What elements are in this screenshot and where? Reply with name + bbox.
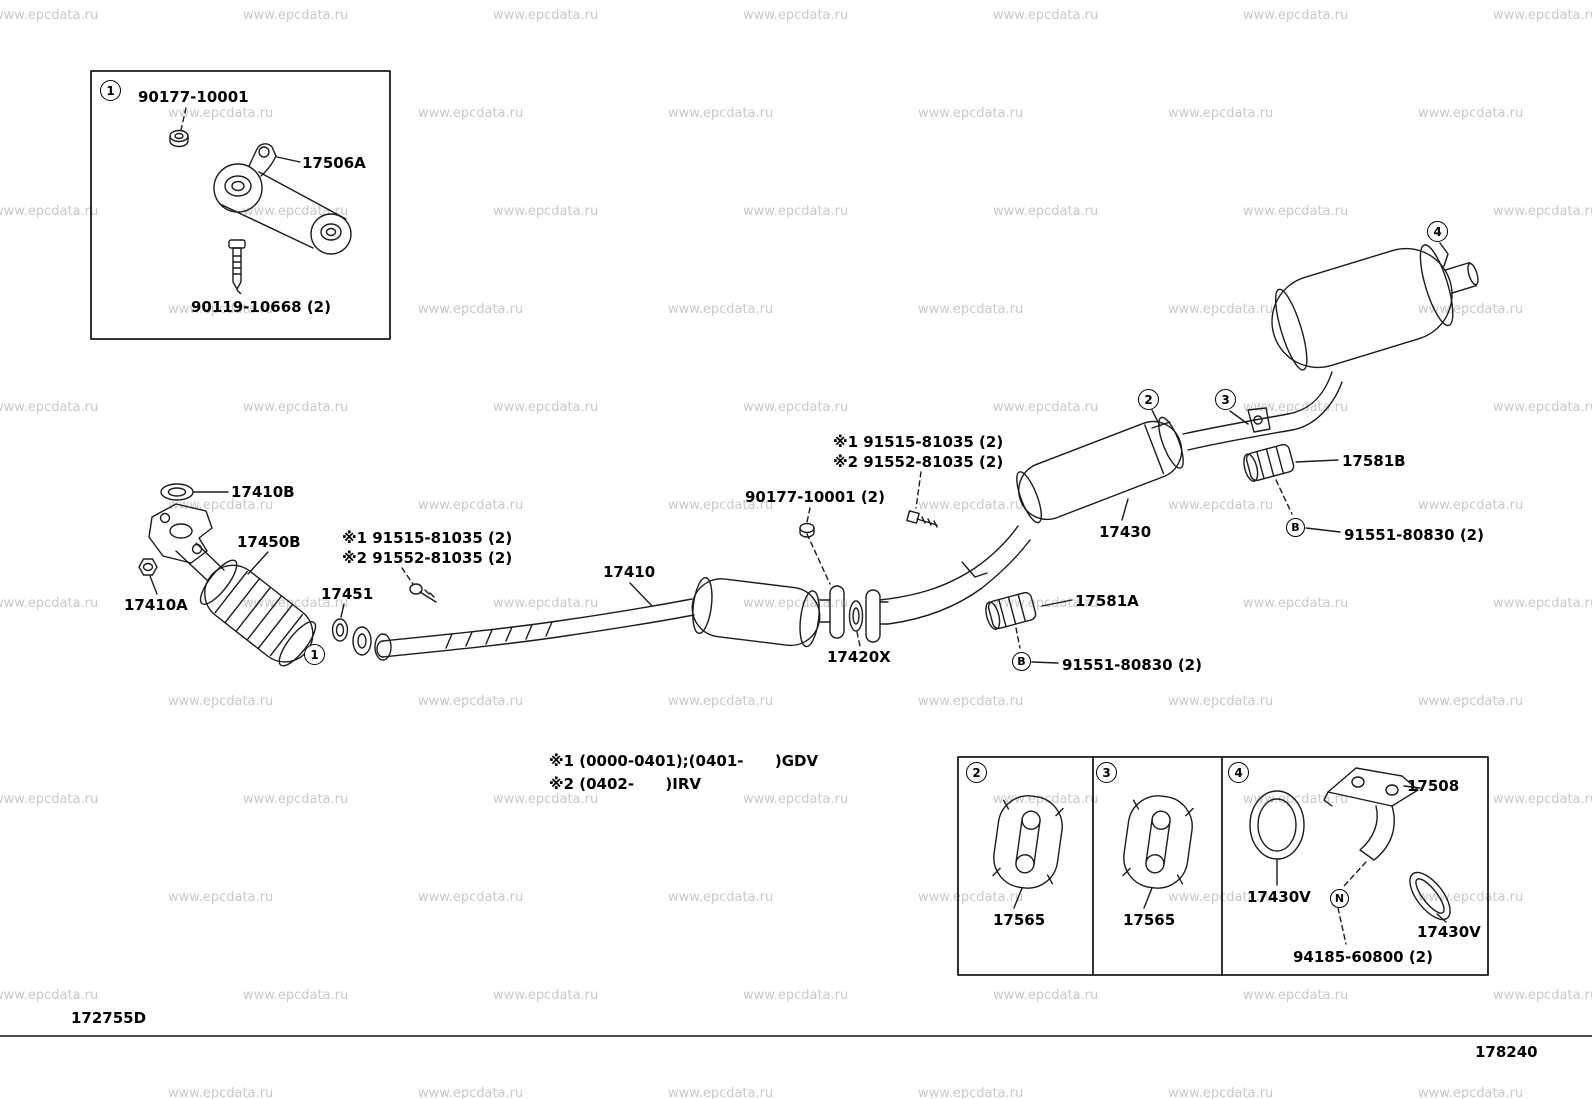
- part-label-91515-left[interactable]: ※1 91515-81035 (2): [342, 529, 513, 547]
- callout-1-inset: 1: [100, 80, 121, 101]
- part-label-17420X[interactable]: 17420X: [827, 648, 891, 666]
- callout-4-detail: 4: [1228, 762, 1249, 783]
- gasket-17420X-drawing: [848, 600, 864, 632]
- support-17581A-drawing: [985, 591, 1037, 631]
- part-label-17581B[interactable]: 17581B: [1342, 452, 1406, 470]
- part-label-17508[interactable]: 17508: [1407, 777, 1460, 795]
- part-label-90119[interactable]: 90119-10668 (2): [191, 298, 331, 316]
- part-label-17581A[interactable]: 17581A: [1075, 592, 1139, 610]
- tail-pipe-drawing: [1182, 371, 1343, 451]
- callout-4-main: 4: [1427, 221, 1448, 242]
- part-label-91551-a[interactable]: 91551-80830 (2): [1062, 656, 1202, 674]
- part-label-91551-b[interactable]: 91551-80830 (2): [1344, 526, 1484, 544]
- hanger-17565-a-drawing: [992, 795, 1064, 889]
- gasket-17410B-drawing: [160, 483, 194, 501]
- front-flange-drawing: [148, 503, 213, 564]
- part-label-17410[interactable]: 17410: [603, 563, 656, 581]
- part-label-17430[interactable]: 17430: [1099, 523, 1152, 541]
- callout-2-main: 2: [1138, 389, 1159, 410]
- footer-left-code: 172755D: [71, 1009, 147, 1027]
- hanger-17565-b-drawing: [1122, 795, 1194, 889]
- resonator-drawing: [691, 577, 821, 648]
- nut-90177-drawing: [799, 522, 815, 538]
- part-label-90177-main[interactable]: 90177-10001 (2): [745, 488, 885, 506]
- part-label-17451[interactable]: 17451: [321, 585, 374, 603]
- converter-outlet-flange-drawing: [352, 626, 392, 661]
- callout-3-detail: 3: [1096, 762, 1117, 783]
- bolt-91515-right-drawing: [906, 510, 938, 528]
- gasket-17430V-a-drawing: [1249, 790, 1305, 860]
- gasket-17430V-b-drawing: [1409, 871, 1451, 921]
- inset-nut-drawing: [169, 129, 189, 148]
- callout-1-main: 1: [304, 644, 325, 665]
- part-label-17565-b[interactable]: 17565: [1123, 911, 1176, 929]
- part-label-17565-a[interactable]: 17565: [993, 911, 1046, 929]
- center-pipe-drawing: [879, 525, 1031, 625]
- part-label-90177-inset[interactable]: 90177-10001: [138, 88, 249, 106]
- flange-joint-drawing: [819, 585, 889, 643]
- footer-right-code: 178240: [1475, 1043, 1538, 1061]
- part-label-91552-left[interactable]: ※2 91552-81035 (2): [342, 549, 513, 567]
- converter-17450B-drawing: [175, 542, 317, 667]
- dashed-leader-lines: [180, 107, 1367, 945]
- bracket-17508-drawing: [1323, 767, 1419, 861]
- callout-3-main: 3: [1215, 389, 1236, 410]
- leader-lines: [149, 156, 1449, 923]
- muffler-17430-drawing: [1016, 416, 1184, 524]
- detail-box-dividers: [1092, 756, 1223, 976]
- bolt-91515-left-drawing: [409, 583, 437, 603]
- part-label-17430V-b[interactable]: 17430V: [1417, 923, 1481, 941]
- bracket-17506A-drawing: [213, 143, 352, 255]
- callout-B-1: B: [1012, 652, 1031, 671]
- part-label-17450B[interactable]: 17450B: [237, 533, 301, 551]
- part-label-91515-right[interactable]: ※1 91515-81035 (2): [833, 433, 1004, 451]
- nut-17410A-drawing: [138, 558, 158, 576]
- rear-muffler-drawing: [1271, 244, 1479, 371]
- part-label-91552-right[interactable]: ※2 91552-81035 (2): [833, 453, 1004, 471]
- callout-B-2: B: [1286, 518, 1305, 537]
- callout-2-detail: 2: [966, 762, 987, 783]
- inset-bolt-drawing: [228, 239, 246, 290]
- callout-N: N: [1330, 889, 1349, 908]
- part-label-17430V-a[interactable]: 17430V: [1247, 888, 1311, 906]
- gasket-17451-drawing: [331, 618, 349, 642]
- part-label-94185[interactable]: 94185-60800 (2): [1293, 948, 1433, 966]
- support-17581B-drawing: [1243, 443, 1295, 483]
- muffler-hanger-pin: [1151, 421, 1171, 429]
- front-pipe-17410-drawing: [376, 598, 695, 658]
- note-line1: ※1 (0000-0401);(0401- )GDV: [549, 752, 819, 770]
- detail-box-frame: [957, 756, 1489, 976]
- part-label-17506A[interactable]: 17506A: [302, 154, 366, 172]
- part-label-17410B[interactable]: 17410B: [231, 483, 295, 501]
- note-line2: ※2 (0402- )IRV: [549, 775, 701, 793]
- part-label-17410A[interactable]: 17410A: [124, 596, 188, 614]
- inset-box-frame: [90, 70, 391, 340]
